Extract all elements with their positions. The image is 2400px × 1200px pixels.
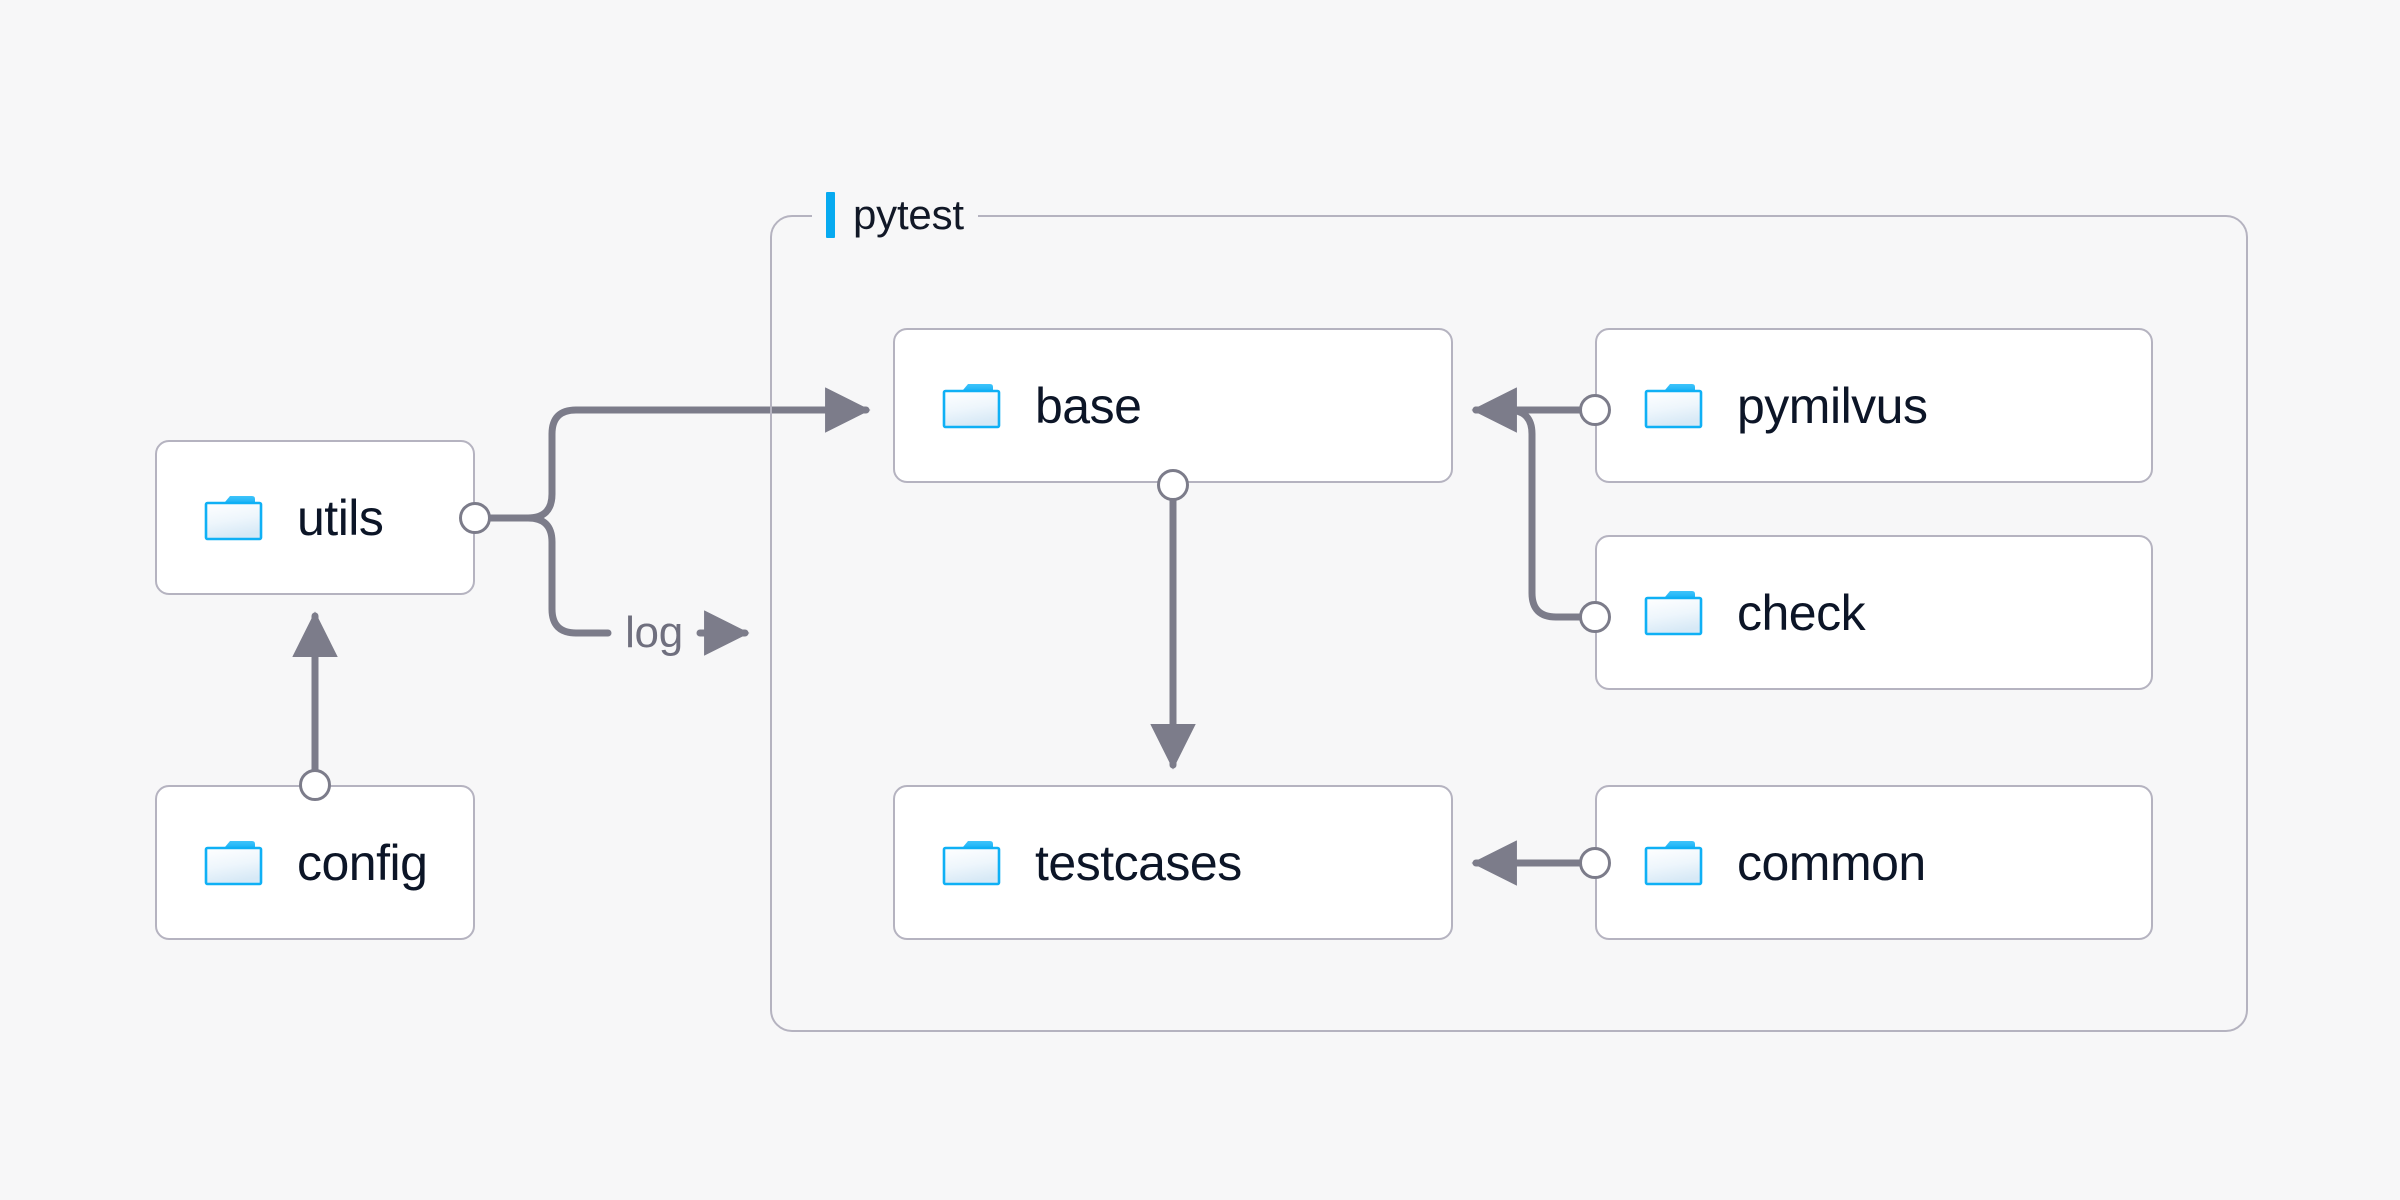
node-utils[interactable]: utils — [155, 440, 475, 595]
port-check-left[interactable] — [1579, 601, 1611, 633]
group-title-label: pytest — [853, 191, 964, 238]
folder-icon — [942, 840, 1001, 885]
node-label: check — [1737, 584, 1866, 641]
folder-icon — [1644, 590, 1703, 635]
node-common[interactable]: common — [1595, 785, 2153, 940]
edge-utils-log — [524, 514, 612, 637]
node-config[interactable]: config — [155, 785, 475, 940]
folder-icon — [942, 383, 1001, 428]
group-title-pytest: pytest — [812, 187, 978, 243]
node-label: config — [297, 834, 428, 891]
node-label: common — [1737, 834, 1926, 891]
folder-icon — [1644, 383, 1703, 428]
node-pymilvus[interactable]: pymilvus — [1595, 328, 2153, 483]
port-common-left[interactable] — [1579, 847, 1611, 879]
group-container-pytest[interactable] — [770, 215, 2248, 1032]
folder-icon — [204, 840, 263, 885]
node-label: pymilvus — [1737, 377, 1928, 434]
folder-icon — [204, 495, 263, 540]
node-label: utils — [297, 489, 384, 546]
folder-icon — [1644, 840, 1703, 885]
port-pymilvus-left[interactable] — [1579, 394, 1611, 426]
node-base[interactable]: base — [893, 328, 1453, 483]
group-accent-bar — [826, 192, 835, 238]
edge-label-log: log — [625, 608, 683, 657]
node-label: base — [1035, 377, 1142, 434]
port-config-top[interactable] — [299, 769, 331, 801]
node-check[interactable]: check — [1595, 535, 2153, 690]
port-base-bottom[interactable] — [1157, 469, 1189, 501]
node-testcases[interactable]: testcases — [893, 785, 1453, 940]
node-label: testcases — [1035, 834, 1242, 891]
port-utils-right[interactable] — [459, 502, 491, 534]
